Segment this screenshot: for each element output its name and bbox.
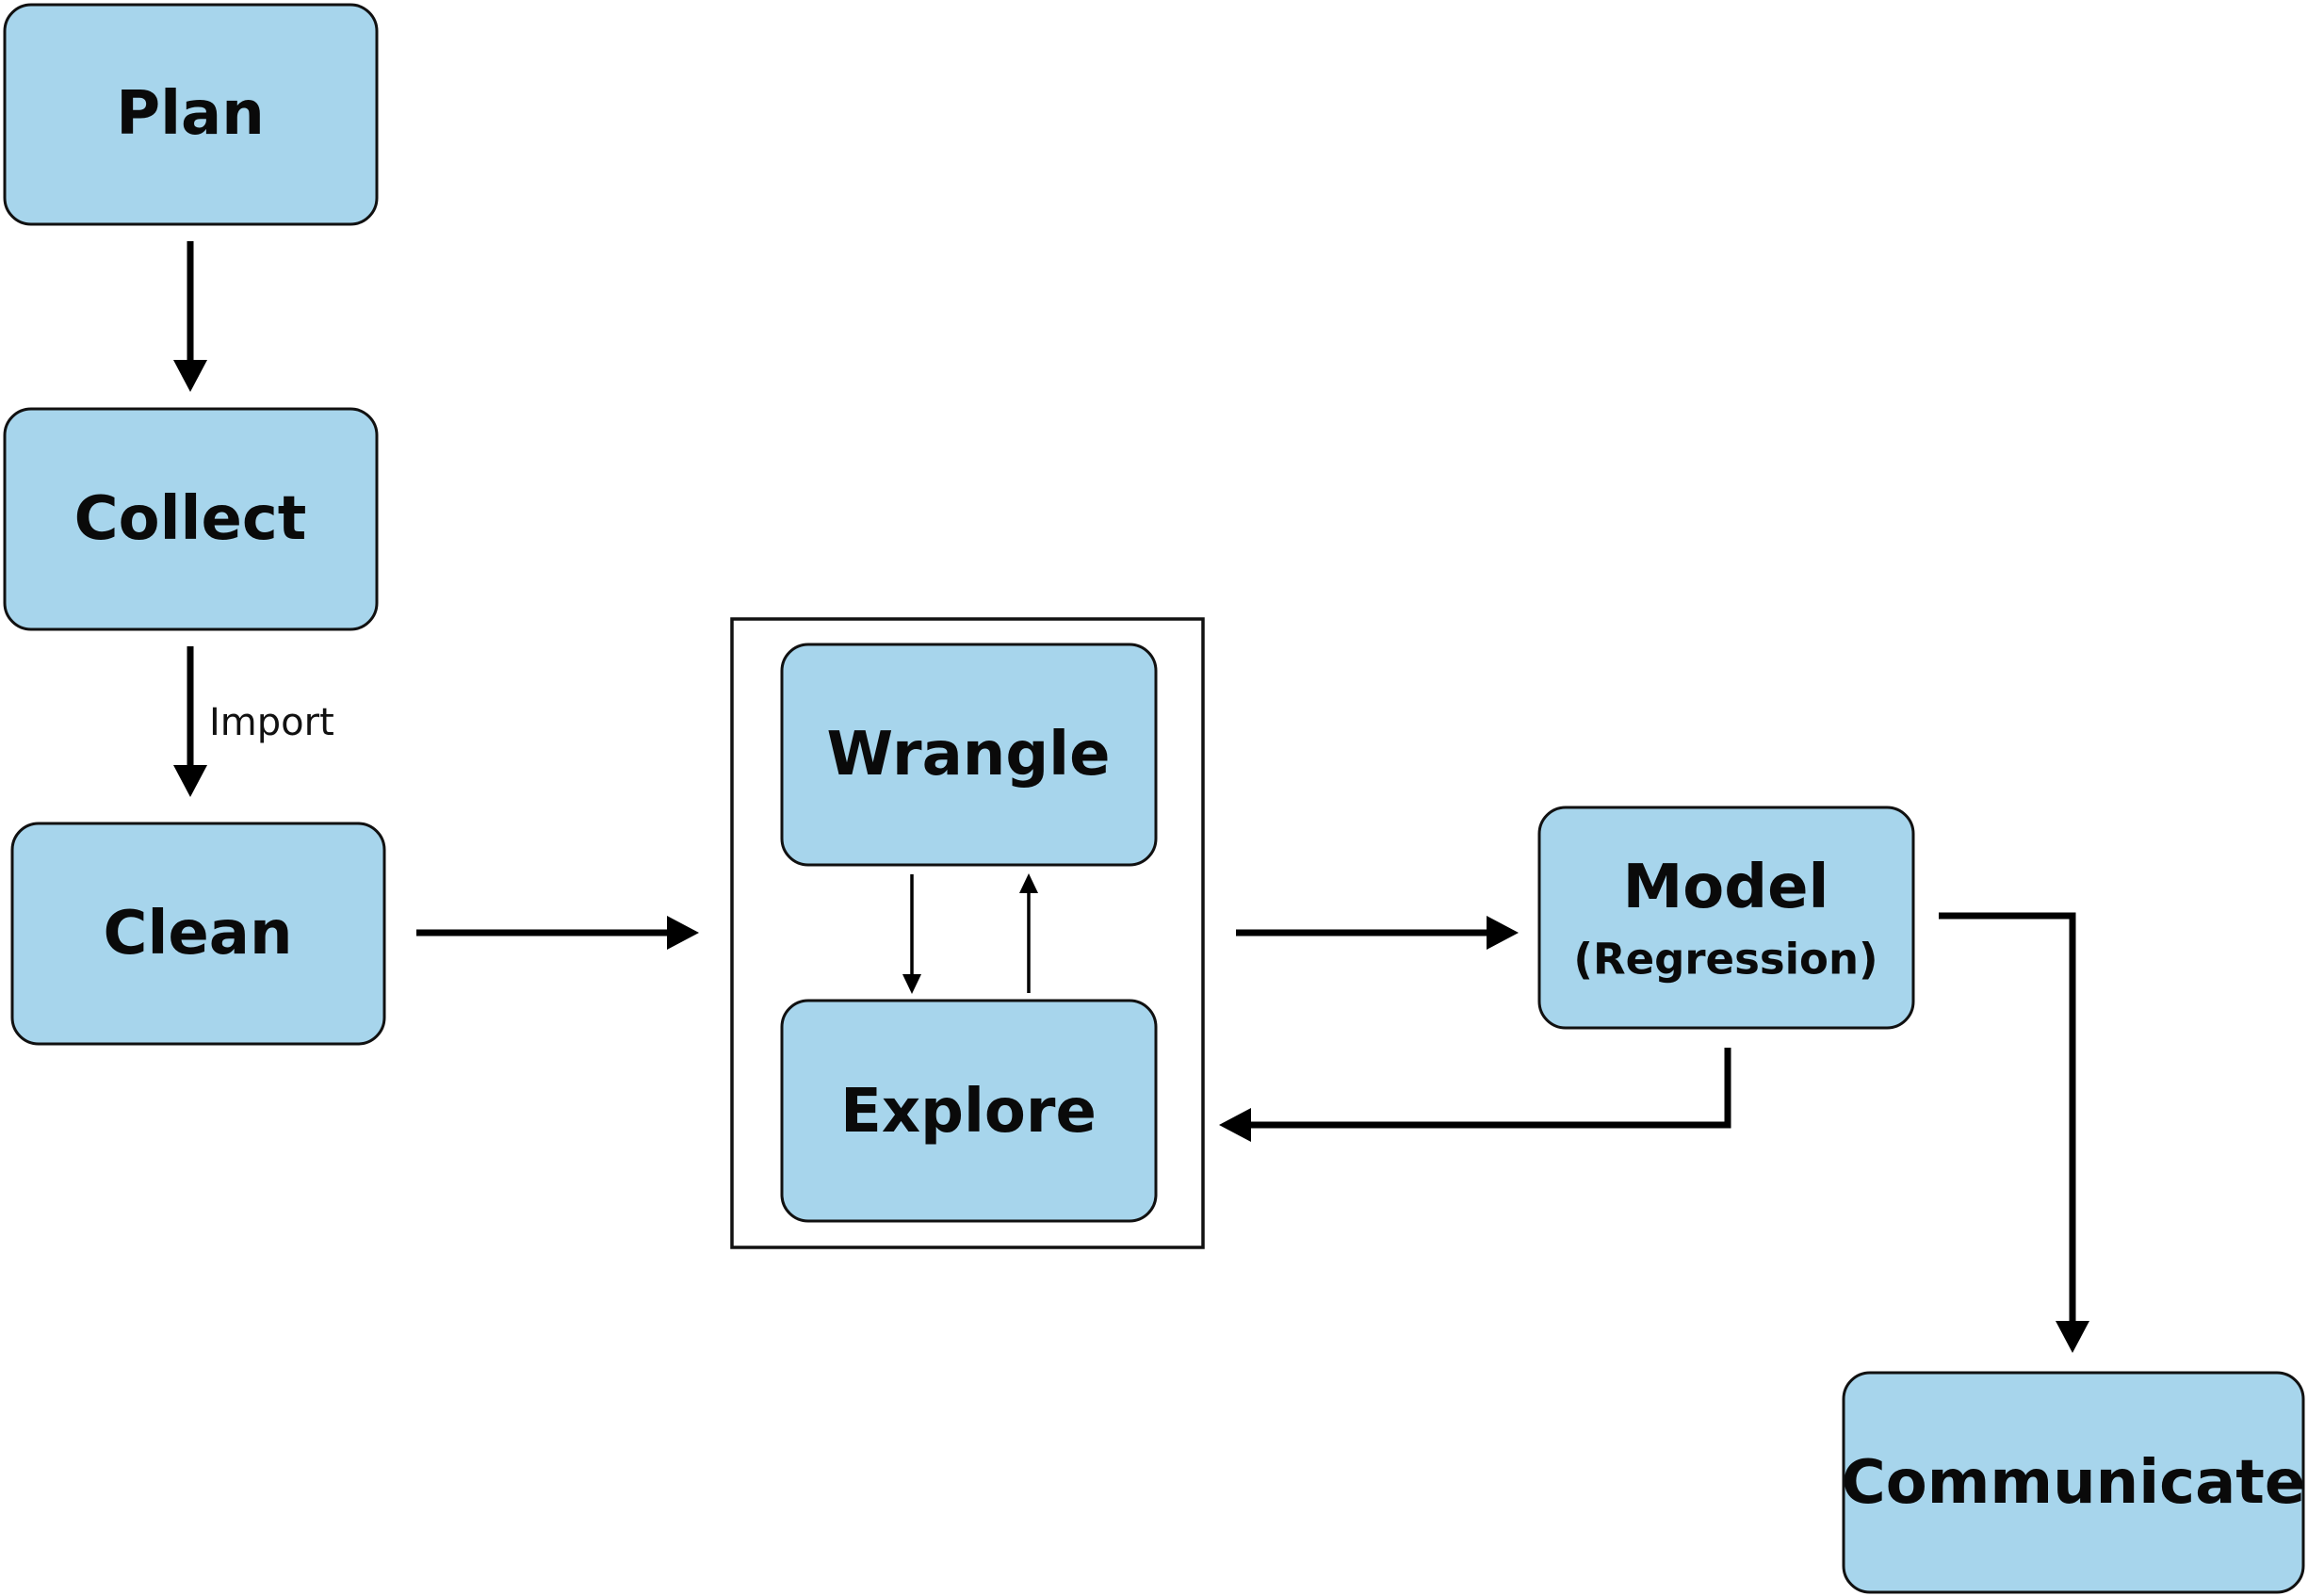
plan-node[interactable]: Plan — [3, 3, 379, 226]
clean-node[interactable]: Clean — [10, 822, 386, 1046]
arrow-collect-to-clean — [173, 646, 207, 797]
arrow-clean-to-group — [416, 916, 699, 950]
communicate-label: Communicate — [1842, 1448, 2306, 1518]
model-label: Model — [1623, 853, 1829, 922]
model-node[interactable]: Model (Regression) — [1537, 806, 1915, 1030]
clean-label: Clean — [103, 899, 292, 969]
arrow-wrangle-to-explore — [902, 874, 921, 994]
arrow-model-to-communicate — [1939, 912, 2089, 1353]
arrow-model-to-group — [1219, 1048, 1731, 1142]
arrow-explore-to-wrangle — [1019, 873, 1038, 993]
wrangle-explore-group — [730, 617, 1205, 1249]
explore-node[interactable]: Explore — [780, 999, 1158, 1223]
arrow-plan-to-collect — [173, 241, 207, 392]
explore-label: Explore — [840, 1077, 1097, 1147]
arrow-group-to-model — [1236, 916, 1519, 950]
communicate-node[interactable]: Communicate — [1842, 1371, 2306, 1594]
wrangle-label: Wrangle — [827, 720, 1111, 790]
import-edge-label: Import — [209, 701, 334, 744]
wrangle-node[interactable]: Wrangle — [780, 643, 1158, 867]
collect-node[interactable]: Collect — [3, 407, 379, 631]
model-sublabel: (Regression) — [1573, 935, 1877, 985]
collect-label: Collect — [74, 484, 307, 554]
plan-label: Plan — [116, 79, 265, 149]
